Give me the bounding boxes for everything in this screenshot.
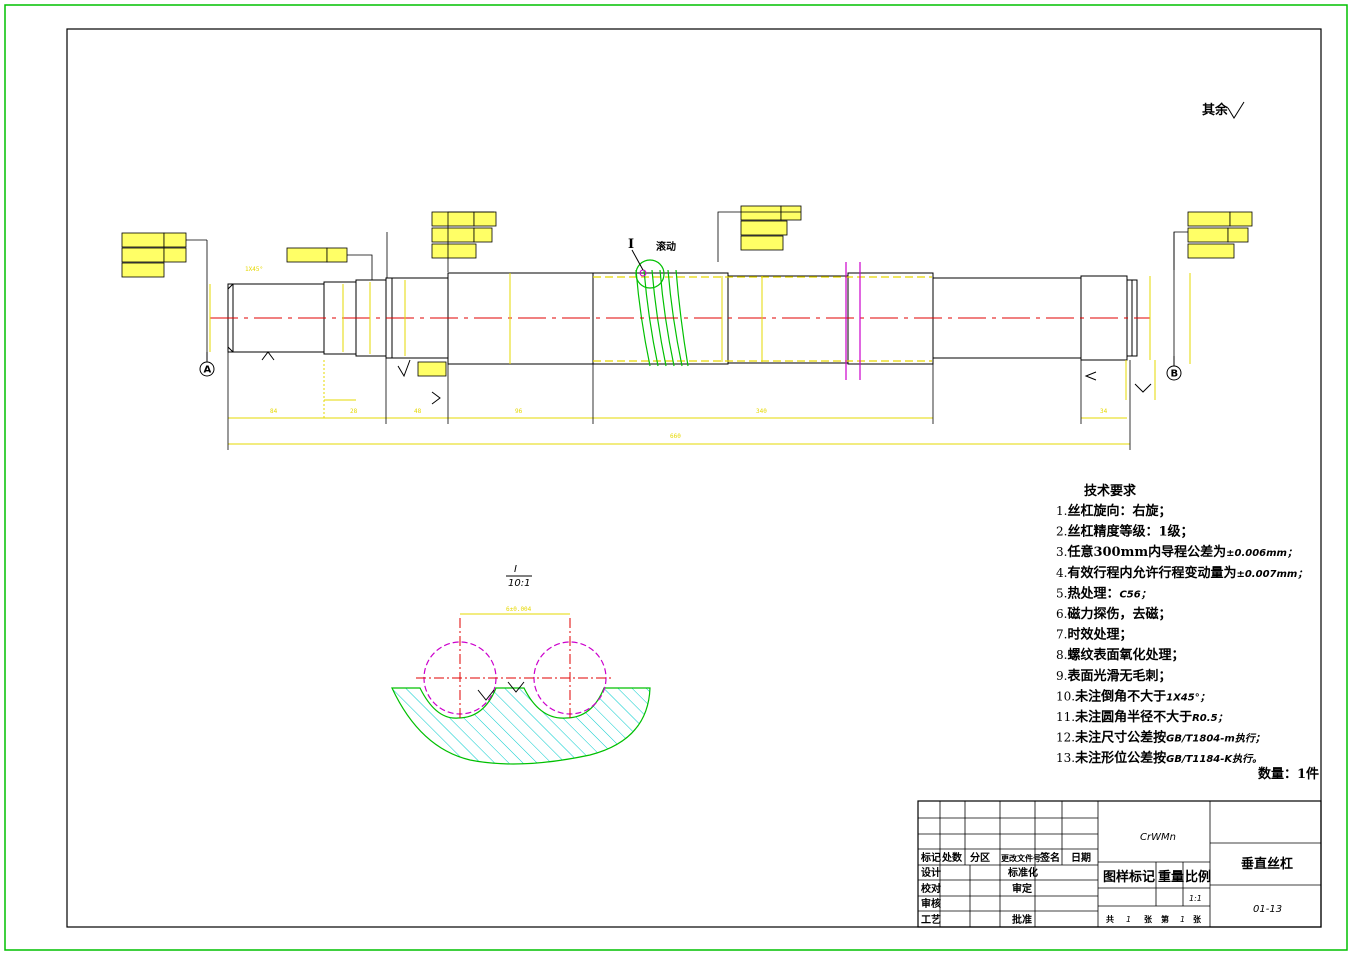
title-block [917, 800, 1322, 928]
svg-text:张: 张 [1193, 915, 1202, 924]
drawing-number: 01-13 [1253, 904, 1282, 915]
datum-symbols: A B [199, 352, 1182, 381]
tech-item: 2.丝杠精度等级：1级； [1056, 524, 1194, 540]
svg-text:批准: 批准 [1012, 913, 1032, 926]
svg-text:张: 张 [1144, 915, 1153, 924]
svg-text:设计: 设计 [921, 866, 941, 879]
svg-text:84: 84 [270, 408, 278, 415]
break-marks [845, 262, 861, 380]
extension-lines [206, 232, 1175, 450]
callout-box [417, 361, 447, 377]
material-label: CrWMn [1140, 832, 1176, 843]
detail-id-label: I [628, 237, 634, 252]
svg-text:处数: 处数 [941, 851, 963, 864]
fcf-left [121, 205, 1253, 280]
quantity-label: 数量：1件 [1258, 766, 1319, 782]
svg-text:1: 1 [1180, 915, 1185, 924]
svg-text:签名: 签名 [1039, 851, 1060, 864]
datum-a-label: A [204, 365, 212, 376]
svg-text:1X45°: 1X45° [245, 266, 263, 273]
tech-item: 1.丝杠旋向：右旋； [1056, 503, 1171, 519]
svg-text:660: 660 [670, 433, 681, 440]
tech-item: 11.未注圆角半径不大于R0.5； [1056, 709, 1228, 725]
svg-text:校对: 校对 [921, 882, 941, 895]
svg-text:6±0.004: 6±0.004 [506, 606, 532, 613]
svg-text:1: 1 [1126, 915, 1131, 924]
tech-item: 13.未注形位公差按GB/T1184-K执行。 [1056, 750, 1262, 766]
svg-text:96: 96 [515, 408, 523, 415]
tech-item: 3.任意300mm内导程公差为±0.006mm； [1056, 544, 1297, 560]
ratio-label: 比例 [1185, 869, 1211, 885]
detail-scale-bottom: 10:1 [508, 578, 530, 589]
svg-text:48: 48 [414, 408, 422, 415]
fcf-group-3 [740, 205, 802, 251]
svg-text:标准化: 标准化 [1007, 866, 1038, 879]
detail-view: I 10:1 6±0.004 [391, 564, 651, 765]
rolling-label: 滚动 [656, 240, 676, 253]
tech-item: 12.未注尺寸公差按GB/T1804-m执行； [1056, 730, 1265, 746]
svg-text:工艺: 工艺 [921, 913, 941, 926]
weight-label: 重量 [1158, 869, 1184, 885]
svg-text:日期: 日期 [1071, 851, 1091, 864]
drawing-title: 垂直丝杠 [1241, 856, 1293, 872]
tech-item: 10.未注倒角不大于1X45°； [1056, 688, 1210, 704]
tech-item: 7.时效处理； [1056, 627, 1132, 643]
svg-text:更改文件号: 更改文件号 [1001, 853, 1041, 863]
dimension-labels: 84 28 48 96 340 34 660 1X45° [245, 266, 1108, 440]
pattern-label: 图样标记 [1103, 869, 1155, 885]
fcf-group-2 [431, 211, 497, 259]
roughness-symbols [261, 101, 1245, 405]
title-block-text: 标记 处数 分区 更改文件号 签名 日期 设计 校对 审核 工艺 标准化 审定 … [920, 832, 1293, 926]
tech-heading: 技术要求 [1084, 483, 1137, 499]
tech-item: 8.螺纹表面氧化处理； [1056, 647, 1184, 663]
svg-text:分区: 分区 [970, 851, 990, 864]
fcf-group-4 [1187, 211, 1253, 259]
svg-text:28: 28 [350, 408, 358, 415]
tech-item: 6.磁力探伤，去磁； [1056, 606, 1171, 622]
svg-text:审定: 审定 [1012, 882, 1032, 895]
svg-text:34: 34 [1100, 408, 1108, 415]
detail-leader [631, 249, 644, 271]
dimension-lines [209, 273, 1191, 445]
svg-text:共: 共 [1106, 914, 1114, 924]
detail-scale-top: I [514, 564, 517, 575]
svg-text:340: 340 [756, 408, 767, 415]
svg-text:第: 第 [1161, 914, 1169, 924]
scale-value: 1:1 [1189, 894, 1202, 903]
outer-border [4, 4, 1348, 951]
tech-item: 4.有效行程内允许行程变动量为±0.007mm； [1056, 565, 1307, 581]
svg-text:审核: 审核 [921, 897, 941, 910]
tech-item: 5.热处理：C56； [1056, 585, 1151, 601]
svg-text:标记: 标记 [920, 851, 941, 864]
tech-item: 9.表面光滑无毛刺； [1056, 668, 1171, 684]
datum-b-label: B [1171, 369, 1179, 380]
inner-frame [66, 28, 1322, 928]
surface-note: 其余 [1202, 102, 1229, 118]
tech-requirements: 技术要求 1.丝杠旋向：右旋； 2.丝杠精度等级：1级； 3.任意300mm内导程公… [1056, 483, 1319, 782]
